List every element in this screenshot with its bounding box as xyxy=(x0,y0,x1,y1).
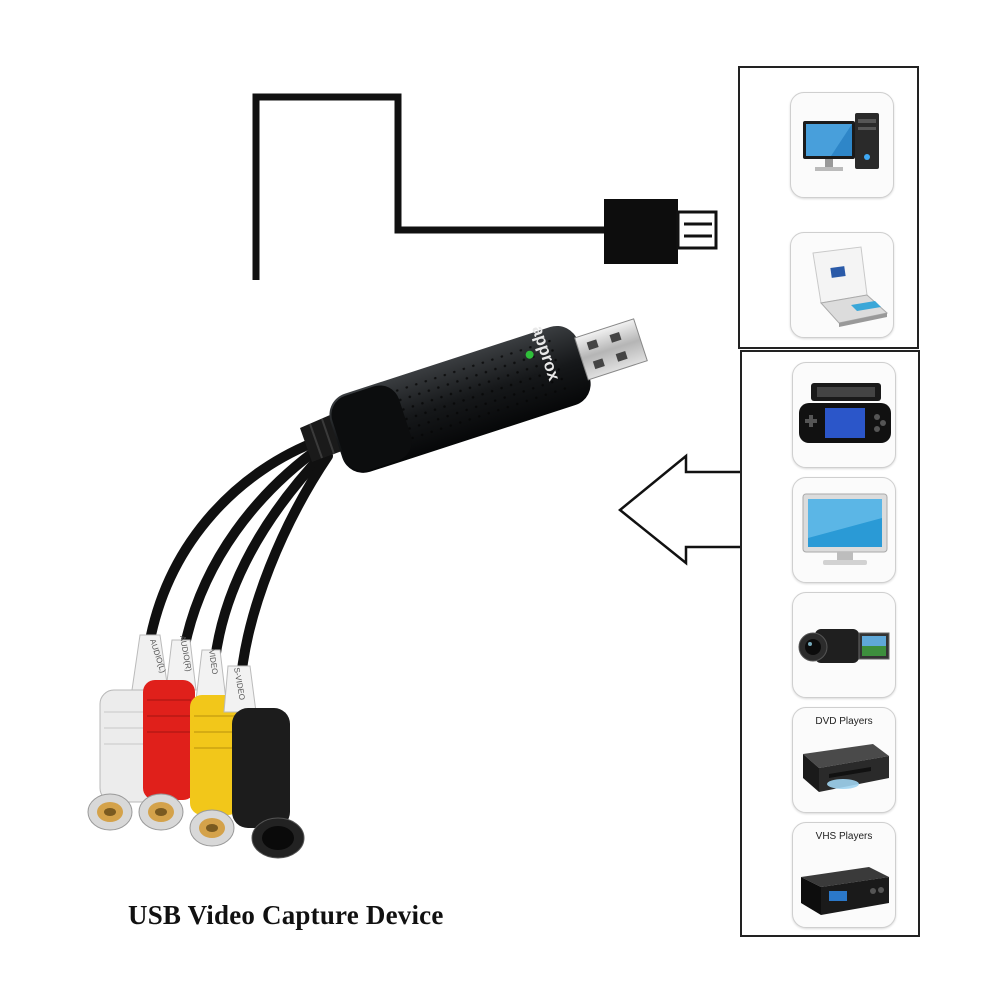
vhs-player-icon xyxy=(801,867,889,915)
status-led xyxy=(525,350,534,359)
source-card-3 xyxy=(792,592,896,698)
source-card-4: DVD Players xyxy=(792,707,896,813)
laptop-icon xyxy=(812,246,889,327)
desktop-pc-card xyxy=(790,92,894,198)
camcorder-icon xyxy=(798,629,890,663)
cable-label-3: VIDEO xyxy=(207,649,219,675)
usb-plug-tip xyxy=(676,210,718,250)
source-card-5: VHS Players xyxy=(792,822,896,928)
capture-dongle xyxy=(329,318,648,473)
desktop-pc-icon xyxy=(803,113,879,171)
usb-plug-body xyxy=(604,199,678,264)
cable-line xyxy=(252,93,606,280)
source-card-1 xyxy=(792,362,896,468)
rca-red-connector xyxy=(138,639,197,831)
rca-yellow-connector xyxy=(189,649,240,847)
source-card-2 xyxy=(792,477,896,583)
handheld-game-console-icon xyxy=(799,383,891,443)
dvd-players-label: DVD Players xyxy=(815,716,873,727)
video-source-panel: DVD Players VHS Players xyxy=(740,350,920,937)
diagram-caption: USB Video Capture Device xyxy=(128,900,444,930)
vhs-players-label: VHS Players xyxy=(815,831,873,842)
laptop-card xyxy=(790,232,894,338)
dvd-player-icon xyxy=(803,744,889,792)
signal-arrow xyxy=(618,453,741,566)
svideo-connector xyxy=(223,665,305,859)
cable-bundle xyxy=(145,435,333,695)
tv-monitor-icon xyxy=(802,493,888,565)
computer-panel xyxy=(738,66,919,349)
